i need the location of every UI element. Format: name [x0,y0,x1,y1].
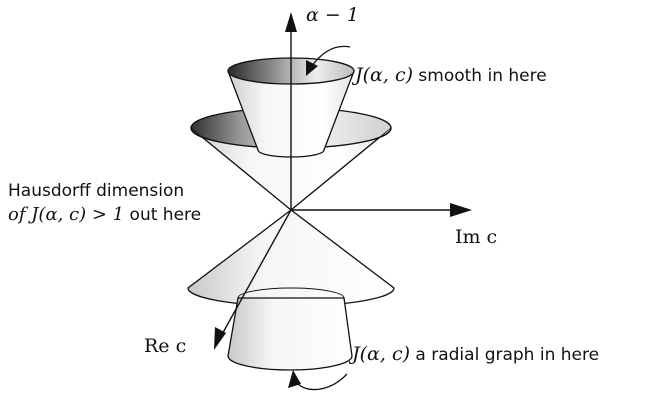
smooth-annotation-text: smooth in here [413,66,547,86]
smooth-annotation: J(α, c) smooth in here [355,66,547,85]
generator-line-1 [190,127,292,211]
lower-frustum-surface [227,297,353,371]
re-axis [219,209,292,339]
hausdorff-annotation-text: out here [124,205,202,225]
radial-graph-annotation-math: J(α, c) [352,343,410,365]
bottom-pointer-arrow [295,373,348,391]
radial-graph-annotation-text: a radial graph in here [410,345,600,365]
bottom-pointer-arrowhead [288,370,301,388]
vertical-axis-label: α − 1 [306,4,359,26]
generator-line-2 [290,127,392,211]
hausdorff-annotation-line2: of J(α, c) > 1 out here [8,206,201,224]
im-axis-label: Im c [455,226,498,248]
smooth-annotation-math: J(α, c) [355,64,413,86]
top-pointer-arrow [310,45,351,68]
im-axis-arrowhead [450,203,472,217]
lower-cone-surface [187,209,395,307]
lower-frustum-top-rim [237,287,345,299]
vertical-axis-arrowhead [285,12,297,32]
radial-graph-annotation: J(α, c) a radial graph in here [352,345,599,364]
re-axis-arrowhead [214,327,226,350]
hausdorff-annotation-math: of J(α, c) > 1 [8,204,125,225]
re-axis-label: Re c [144,335,187,357]
top-pointer-arrowhead [306,60,318,76]
hausdorff-annotation-line1: Hausdorff dimension [8,181,185,201]
